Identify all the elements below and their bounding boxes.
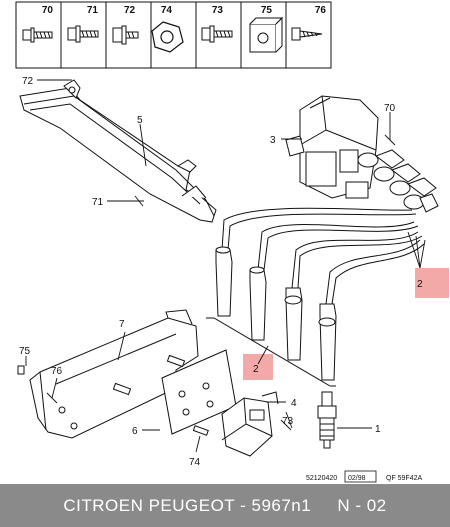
callout-3: 3	[270, 135, 276, 146]
header-part-number: 74	[161, 5, 173, 16]
spark-plug-boots	[215, 246, 337, 381]
ht-leads	[206, 207, 425, 387]
footer-text: CITROEN PEUGEOT - 5967n1 N - 02	[63, 495, 387, 515]
callout-73: 73	[282, 416, 294, 427]
header-part-number: 71	[87, 5, 99, 16]
highlight-box	[415, 268, 449, 298]
footer-bar: CITROEN PEUGEOT - 5967n1 N - 02	[0, 484, 450, 527]
drawing-date: 02/98	[348, 475, 366, 482]
callout-2: 2	[253, 364, 259, 375]
highlight-box	[243, 354, 273, 380]
bolt-with-collar-icon	[201, 25, 233, 43]
callout-70: 70	[384, 103, 396, 114]
ignition-coil	[285, 95, 439, 213]
nut-icon	[151, 21, 184, 53]
callout-7: 7	[119, 319, 125, 330]
callout-4: 4	[291, 398, 297, 409]
callout-2: 2	[417, 279, 423, 290]
screw-icon	[291, 27, 323, 41]
drawing-number: 52120420	[306, 475, 337, 482]
bolt-with-collar-icon	[67, 25, 99, 43]
bolt-short-icon	[112, 25, 139, 45]
clip-nut-icon	[249, 16, 284, 53]
header-part-number: 75	[261, 5, 273, 16]
callout-76: 76	[51, 366, 63, 377]
bolt-with-washer-icon	[22, 27, 53, 43]
bolt-icon	[17, 354, 209, 436]
header-parts-strip	[15, 1, 332, 69]
header-part-number: 72	[124, 5, 136, 16]
ignition-module	[221, 391, 279, 457]
header-part-number: 73	[212, 5, 224, 16]
header-frame	[15, 1, 332, 69]
harness-bracket	[19, 79, 217, 223]
callout-5: 5	[137, 115, 143, 126]
ignition-module-plate	[161, 349, 237, 435]
parts-diagram: 70 71 72 74 73 75 76	[15, 1, 449, 483]
reference-code: QF 59F42A	[386, 475, 423, 482]
callout-74: 74	[189, 457, 201, 468]
callout-72: 72	[22, 76, 34, 87]
header-part-number: 70	[42, 5, 54, 16]
callout-1: 1	[375, 424, 381, 435]
header-part-number: 76	[315, 5, 327, 16]
leader-lines	[25, 79, 426, 453]
callout-6: 6	[132, 426, 138, 437]
date-box	[344, 470, 377, 483]
spark-plug	[317, 391, 337, 449]
callout-71: 71	[92, 197, 104, 208]
callout-75: 75	[19, 346, 31, 357]
